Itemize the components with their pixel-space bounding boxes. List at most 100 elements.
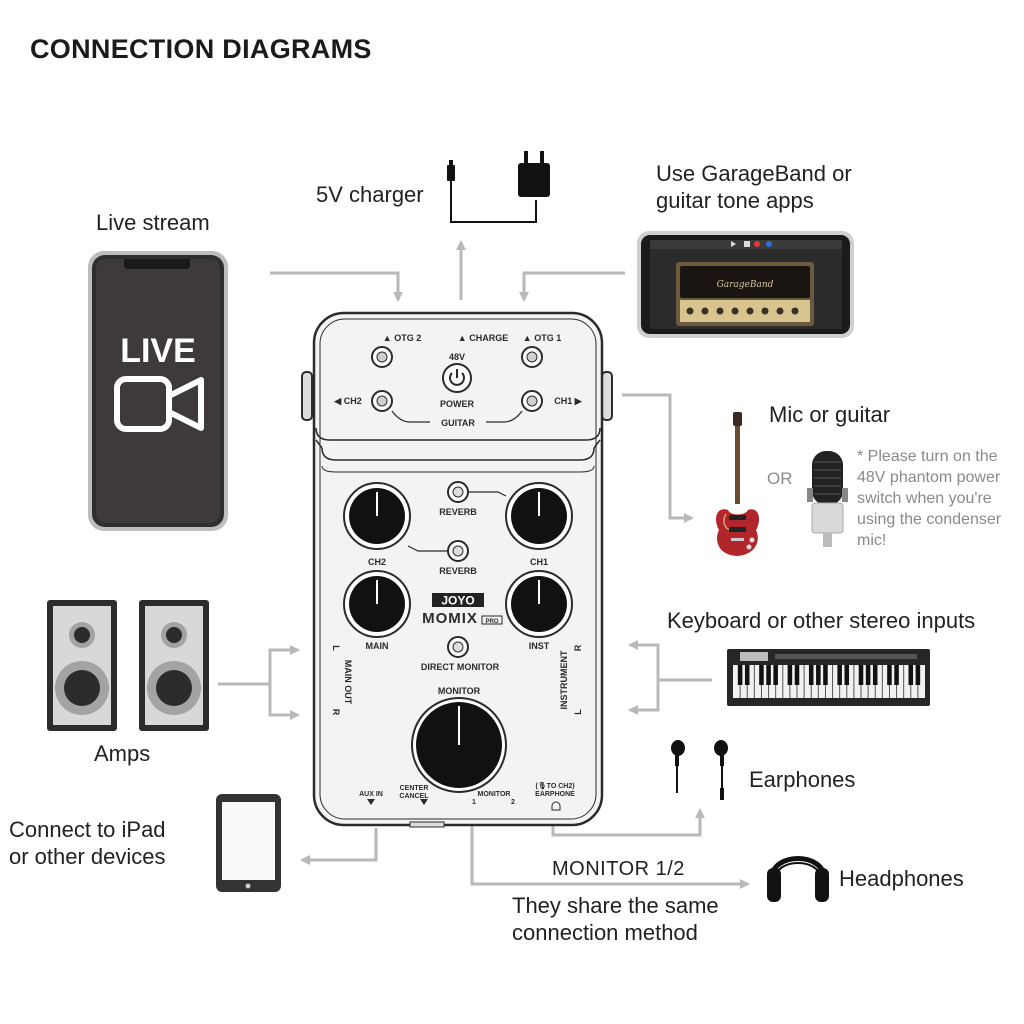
inst-knob-label: INST (529, 641, 550, 651)
or-label: OR (767, 469, 793, 488)
ch1-port-label: CH1 ▶ (554, 396, 583, 406)
charger-icon (447, 151, 550, 223)
black-key (759, 665, 764, 685)
earphones-label: Earphones (749, 767, 856, 792)
monitor-jack-1-label: 1 (472, 799, 476, 806)
main-knob[interactable] (343, 570, 411, 638)
center-cancel-label-2: CANCEL (399, 793, 429, 800)
main-knob-label: MAIN (366, 641, 389, 651)
arrow-keyboard-r (628, 640, 660, 680)
video-camera-icon (114, 376, 204, 432)
aux-in-arrow (367, 799, 375, 805)
black-key (844, 665, 850, 685)
black-key (872, 665, 878, 685)
instrument-r-label: R (573, 644, 583, 651)
garageband-label-line1: Use GarageBand or (656, 161, 852, 186)
arrow-monitor (470, 825, 750, 889)
arrow-amps-l (268, 645, 300, 684)
center-cancel-arrow (420, 799, 428, 805)
monitor-caption: MONITOR 1/2 (552, 858, 685, 880)
main-out-label: MAIN OUT (343, 660, 353, 705)
phantom-note-1: * Please turn on the (857, 448, 998, 465)
black-key (908, 665, 914, 685)
smartphone-icon: LIVE (88, 251, 228, 531)
page-title: CONNECTION DIAGRAMS (30, 34, 372, 64)
phantom-note-2: 48V phantom power (857, 469, 1001, 486)
guitar-label: GUITAR (441, 418, 475, 428)
garageband-label-line2: guitar tone apps (656, 188, 814, 213)
black-key (808, 665, 814, 685)
earphone-label: EARPHONE (535, 791, 575, 798)
amp-knob-row (686, 307, 799, 315)
phantom-note-4: using the condenser (857, 511, 1002, 528)
arrow-amps-r (268, 684, 300, 720)
charger-label: 5V charger (316, 182, 424, 207)
arrow-mic-guitar (622, 393, 694, 523)
black-key (915, 665, 921, 685)
live-screen-text: LIVE (120, 332, 196, 370)
black-key (744, 665, 750, 685)
share-note-line2: connection method (512, 920, 698, 945)
black-key (837, 665, 842, 685)
model-logo: MOMIX (422, 610, 478, 627)
power-label: POWER (440, 399, 475, 409)
electric-guitar-icon (716, 412, 760, 556)
monitor-jack-2-label: 2 (511, 799, 515, 806)
black-key (887, 665, 892, 685)
black-key (816, 665, 821, 685)
amps-label: Amps (94, 741, 151, 766)
arrow-keyboard-l (628, 680, 660, 715)
aux-in-label: AUX IN (359, 791, 383, 798)
instrument-label: INSTRUMENT (559, 650, 569, 709)
live-stream-label: Live stream (96, 210, 210, 235)
headphones-label: Headphones (839, 866, 964, 891)
main-out-r-label: R (331, 709, 341, 716)
monitor-jacks-label: MONITOR (478, 791, 511, 798)
speaker-right-icon (139, 600, 209, 731)
arrow-garageband (519, 271, 625, 302)
garageband-logo-text: GarageBand (717, 280, 774, 290)
ch2-knob[interactable] (343, 482, 411, 550)
to-ch2-label: (🎙TO CH2) (535, 781, 574, 790)
share-note-line1: They share the same (512, 893, 719, 918)
black-key (865, 665, 871, 685)
phantom-note-3: switch when you're (857, 490, 992, 507)
center-cancel-label-1: CENTER (400, 785, 429, 792)
phantom-note-5: mic! (857, 532, 887, 549)
reverb-top-label: REVERB (439, 507, 477, 517)
black-key (737, 665, 743, 685)
model-suffix: PRO (485, 619, 498, 625)
momix-device: JOYO MOMIX PRO ▲ OTG 2 ▲ CHARGE ▲ OTG 1 … (301, 311, 613, 828)
main-out-l-label: L (331, 645, 341, 651)
condenser-mic-icon (807, 451, 848, 547)
ipad-icon (216, 794, 281, 892)
headphones-icon (767, 856, 829, 902)
ch2-port-label: ◀ CH2 (333, 396, 361, 406)
monitor-label: MONITOR (438, 686, 481, 696)
black-key (794, 665, 800, 685)
keyboard-label: Keyboard or other stereo inputs (667, 608, 976, 633)
power-button[interactable] (442, 363, 472, 393)
ipad-label-line2: or other devices (9, 844, 166, 869)
black-keys (737, 665, 921, 685)
instrument-l-label: L (573, 709, 583, 715)
black-key (823, 665, 828, 685)
black-key (858, 665, 864, 685)
keyboard-icon (727, 649, 930, 706)
black-key (787, 665, 793, 685)
tablet-garageband-icon: GarageBand (637, 231, 854, 338)
reverb-mid-label: REVERB (439, 566, 477, 576)
earphone-jack-icon (551, 801, 561, 811)
otg1-label: ▲ OTG 1 (523, 333, 561, 343)
charge-label: ▲ CHARGE (458, 333, 508, 343)
ch1-knob-label: CH1 (530, 557, 548, 567)
otg2-label: ▲ OTG 2 (383, 333, 421, 343)
ipad-label-line1: Connect to iPad (9, 817, 166, 842)
inst-knob[interactable] (505, 570, 573, 638)
ch2-knob-label: CH2 (368, 557, 386, 567)
arrow-live-stream (270, 271, 403, 302)
black-key (894, 665, 899, 685)
ch1-knob[interactable] (505, 482, 573, 550)
monitor-knob[interactable] (411, 697, 507, 793)
